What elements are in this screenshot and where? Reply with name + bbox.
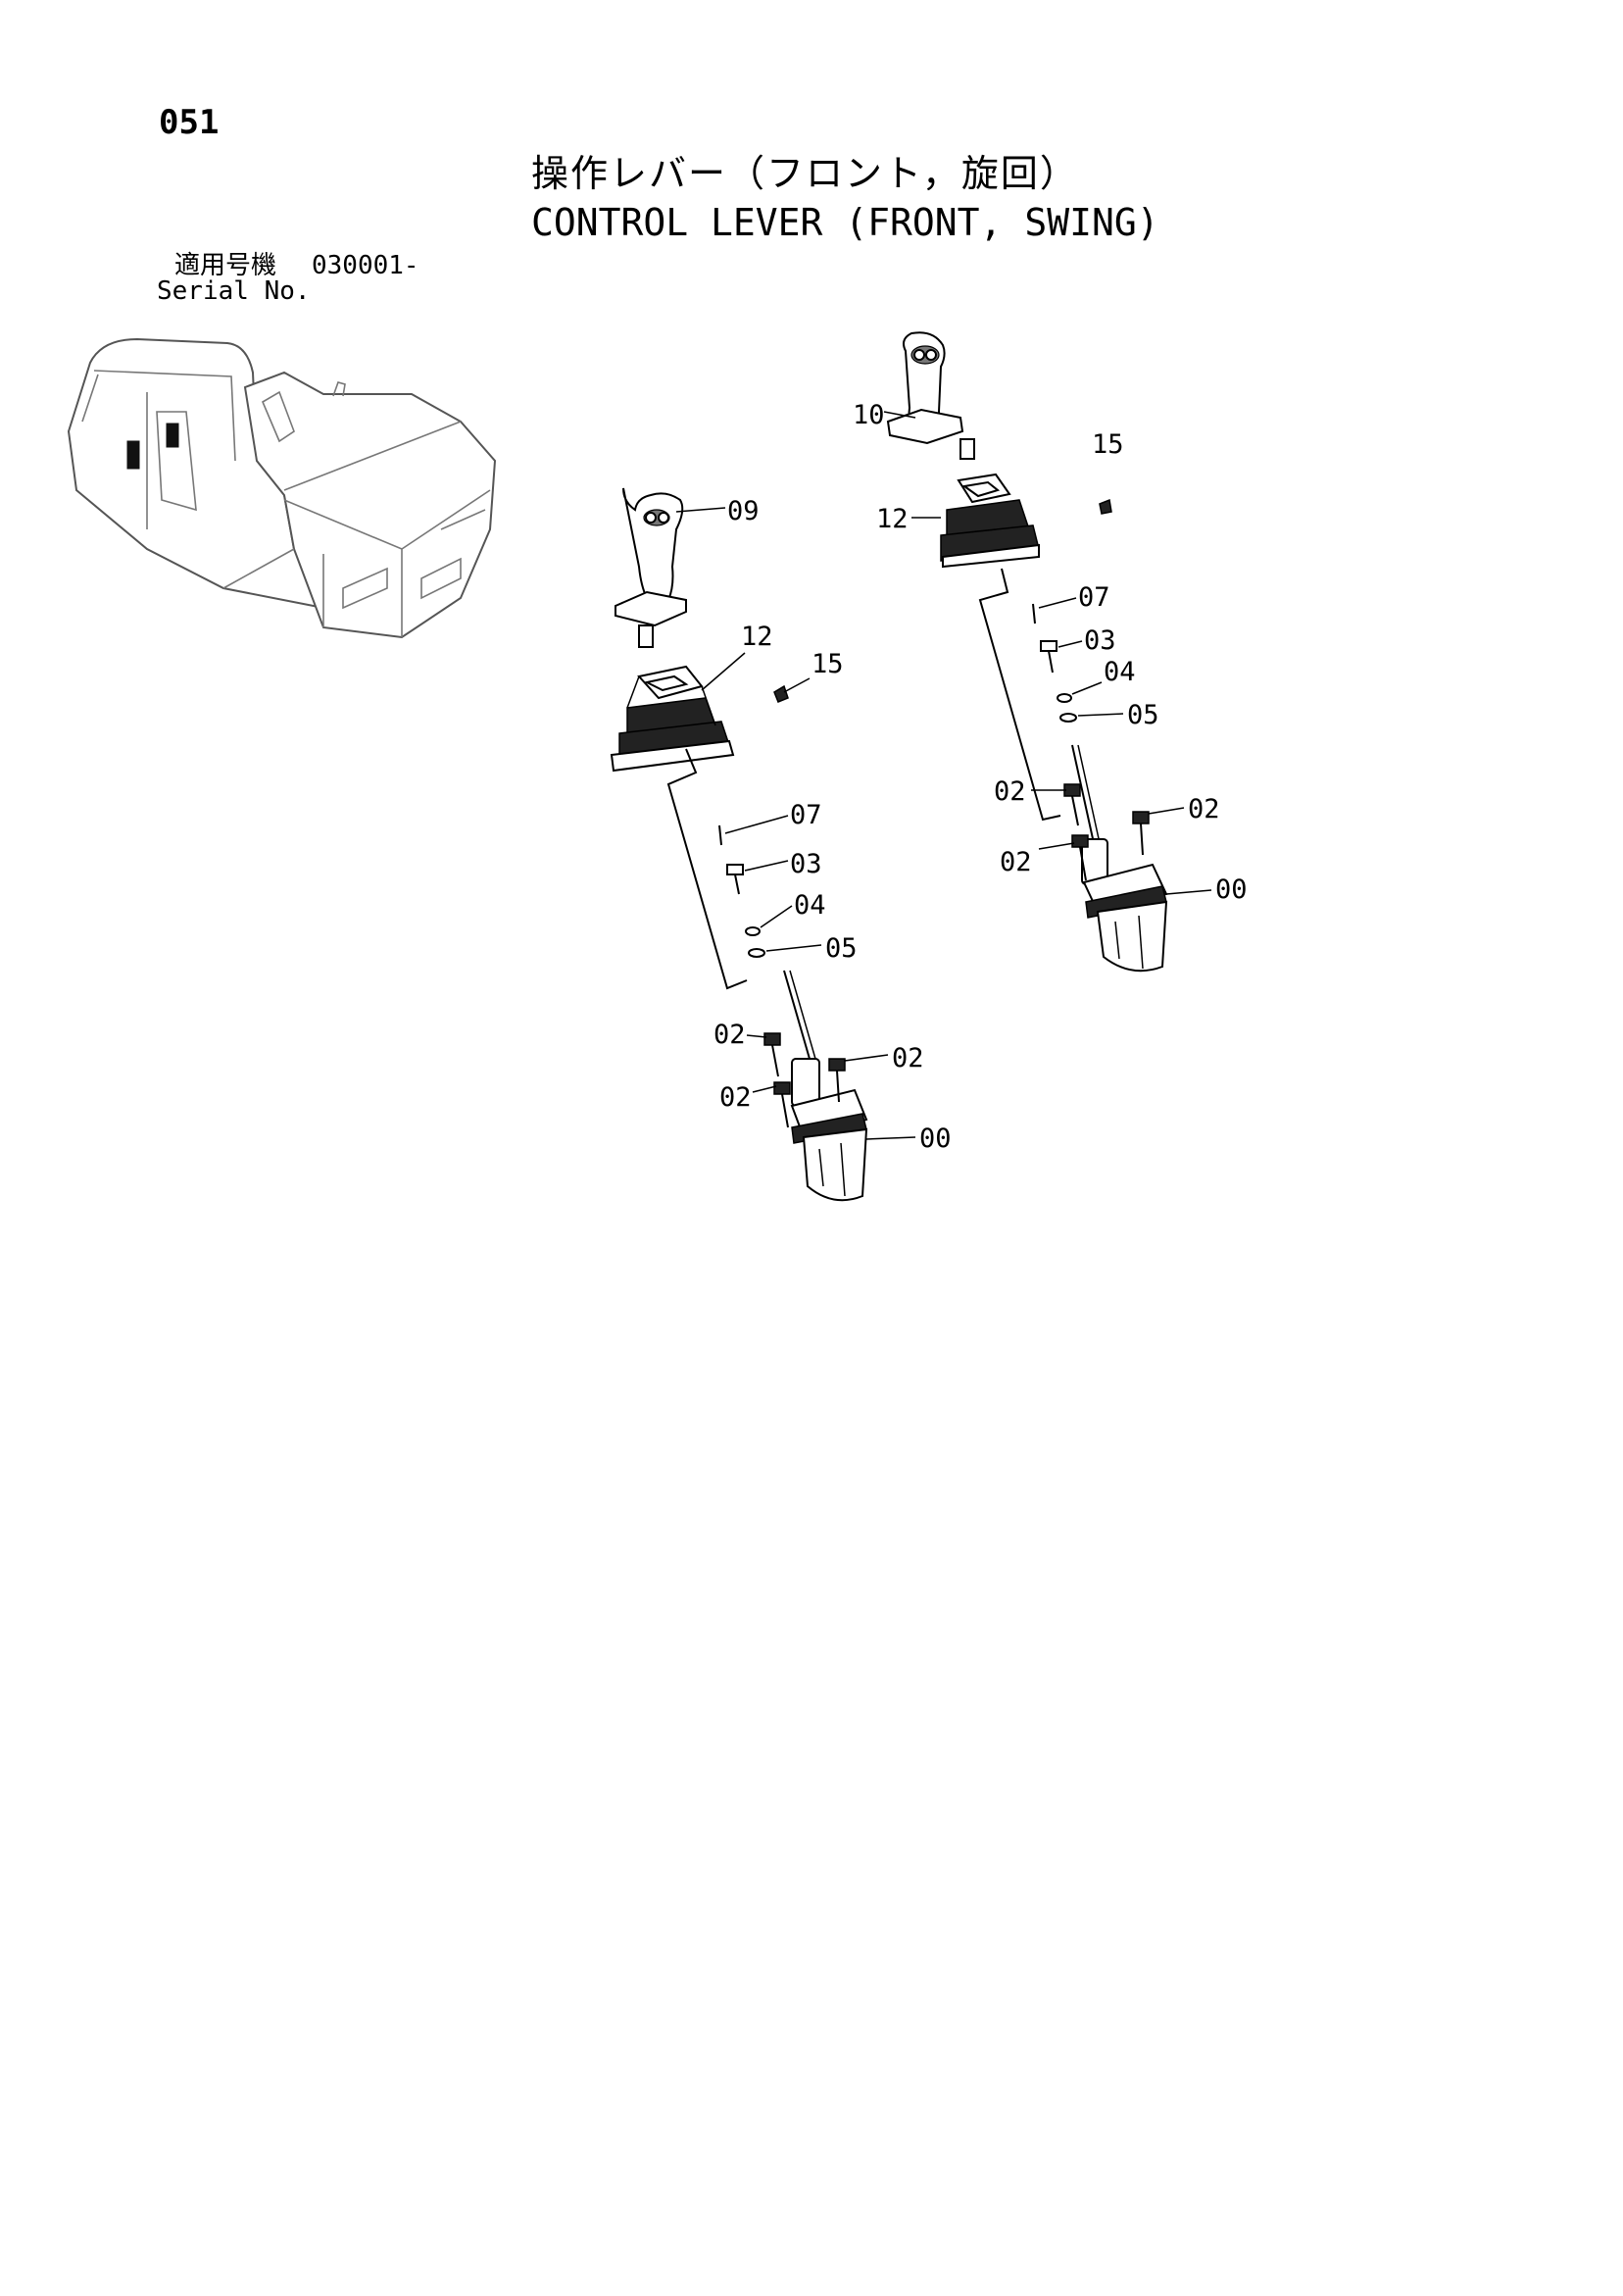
callout-right-ring: 05 — [1127, 700, 1159, 730]
callout-left-bolt-b: 02 — [892, 1043, 924, 1073]
callout-right-pin: 07 — [1078, 582, 1110, 613]
title-japanese: 操作レバー（フロント，旋回） — [531, 152, 1079, 195]
callout-right-bolt-b: 02 — [1188, 794, 1220, 824]
callout-left-boot: 12 — [741, 622, 773, 652]
rubber-boot-icon — [940, 473, 1040, 569]
rubber-boot-icon — [610, 665, 735, 773]
callout-left-grip: 09 — [727, 496, 760, 526]
callout-left-ring: 05 — [825, 933, 858, 964]
left-lever-assembly — [610, 487, 916, 1202]
callout-left-bolt-a: 02 — [713, 1020, 746, 1050]
bolt-icon — [726, 864, 744, 895]
serial-label-japanese: 適用号機 — [174, 251, 277, 280]
bolt-icon — [763, 1032, 846, 1128]
bolt-icon — [1040, 640, 1057, 674]
callout-left-washer: 04 — [794, 890, 826, 921]
title-english: CONTROL LEVER (FRONT, SWING) — [531, 201, 1159, 244]
callout-left-pin: 07 — [790, 800, 822, 830]
serial-label-english: Serial No. — [157, 276, 311, 306]
callout-right-screw: 03 — [1084, 625, 1116, 656]
callout-left-bolt-c: 02 — [719, 1082, 752, 1113]
pilot-valve-icon — [1081, 838, 1168, 973]
joystick-grip-icon — [615, 487, 687, 648]
right-lever-assembly — [883, 331, 1212, 973]
page-number: 051 — [159, 103, 220, 142]
callout-right-bolt-a: 02 — [994, 776, 1026, 807]
callout-labels: 09 12 15 07 03 04 05 02 02 02 00 10 12 1… — [713, 400, 1248, 1154]
callout-right-grip: 10 — [853, 400, 885, 430]
joystick-grip-icon — [886, 331, 975, 460]
callout-right-valve: 00 — [1215, 874, 1248, 905]
callout-left-clip: 15 — [812, 649, 844, 679]
callout-right-washer: 04 — [1104, 657, 1136, 687]
callout-right-clip: 15 — [1092, 429, 1124, 460]
bolt-icon — [1063, 783, 1150, 881]
excavator-cab-overview-icon — [67, 337, 497, 639]
callout-left-valve: 00 — [919, 1123, 952, 1154]
callout-right-bolt-c: 02 — [1000, 847, 1032, 877]
callout-left-screw: 03 — [790, 849, 822, 879]
serial-value: 030001- — [312, 251, 419, 280]
pilot-valve-icon — [790, 1058, 868, 1202]
callout-right-boot: 12 — [876, 504, 909, 534]
